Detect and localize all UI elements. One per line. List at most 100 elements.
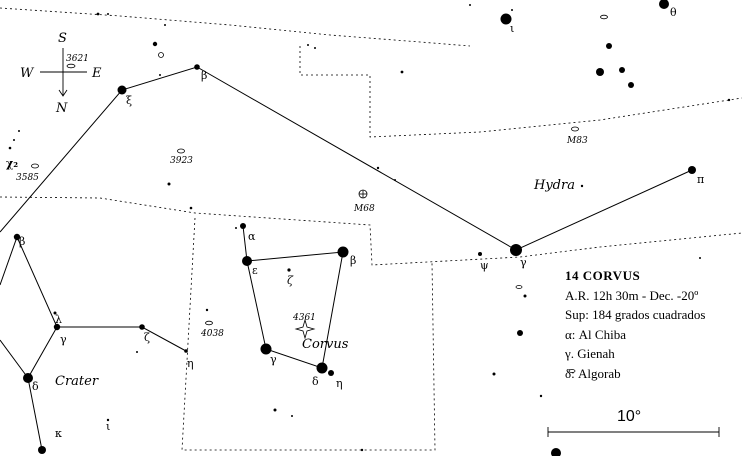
boundary-hydra-south — [0, 196, 742, 266]
field-stars — [8, 4, 731, 452]
scale-label: 10° — [617, 408, 642, 425]
galaxy-3621-icon — [66, 63, 76, 69]
label-crater-beta: β — [19, 235, 25, 248]
label-corvus-alpha: α — [248, 230, 256, 243]
star-hydra-pi — [688, 166, 696, 174]
label-crater-lambda: λ — [55, 313, 62, 326]
hydra-line — [0, 66, 693, 251]
label-ngc3621: 3621 — [66, 54, 89, 64]
compass-east: E — [91, 66, 102, 81]
label-crater-iota: ι — [106, 420, 110, 433]
label-ngc3585: 3585 — [16, 173, 39, 183]
compass-north: N — [55, 101, 68, 116]
label-hydra: Hydra — [533, 178, 575, 193]
label-theta-top: θ — [670, 6, 677, 19]
star-crater-kappa — [38, 446, 46, 454]
label-corvus-delta: δ — [312, 375, 319, 388]
label-m68: M68 — [353, 204, 375, 214]
star-crater-delta — [23, 373, 33, 383]
info-panel: 14 CORVUS A.R. 12h 30m - Dec. -20º Sup: … — [565, 266, 705, 383]
star-crater-beta — [13, 233, 21, 241]
label-corvus: Corvus — [302, 337, 349, 352]
galaxy-small-2-icon — [600, 14, 608, 20]
star-top-mid — [606, 43, 612, 49]
galaxy-small-1-icon — [158, 52, 164, 58]
galaxy-small-3-icon — [515, 285, 523, 289]
star-corvus-beta — [337, 246, 349, 258]
star-hydra-xi — [117, 85, 127, 95]
label-hydra-xi: ξ — [126, 94, 132, 107]
label-hydra-psi: ψ — [480, 259, 489, 272]
label-corvus-epsilon: ε — [252, 264, 258, 277]
compass-west: W — [20, 66, 35, 81]
galaxy-4038-icon — [205, 320, 213, 326]
label-ngc4361: 4361 — [292, 313, 316, 323]
label-m83: M83 — [566, 136, 588, 146]
stars — [8, 0, 731, 456]
star-theta-top — [659, 0, 669, 9]
boundary-corvus-west — [181, 217, 436, 451]
star-iota-top — [500, 13, 512, 25]
star-top-b — [619, 67, 625, 73]
constellation-lines — [0, 66, 693, 451]
info-delta: δ: Algorab — [565, 365, 621, 381]
star-crater-lambda — [53, 311, 57, 315]
star-hydra-psi — [478, 252, 482, 256]
crater-figure — [0, 235, 187, 451]
star-corvus-delta — [316, 362, 328, 374]
label-hydra-pi: π — [697, 173, 704, 186]
label-corvus-beta: β — [350, 254, 356, 267]
star-corvus-eta — [328, 370, 334, 376]
label-hydra-beta: β — [201, 69, 207, 82]
compass-south: S — [58, 31, 67, 46]
boundary-hydra-north — [299, 46, 742, 138]
info-alpha: α: Al Chiba — [565, 326, 626, 342]
constellation-boundaries — [0, 7, 742, 451]
compass — [40, 48, 87, 97]
label-iota-top: ι — [510, 22, 514, 35]
label-ngc4038: 4038 — [200, 329, 224, 339]
label-crater: Crater — [55, 374, 99, 389]
star-crater-zeta — [139, 324, 145, 330]
star-corvus-alpha — [240, 223, 246, 229]
compass-arrow-icon — [58, 89, 68, 97]
star-hydra-gamma — [510, 244, 522, 256]
star-top-c — [628, 82, 634, 88]
star-crater-eta — [184, 349, 188, 353]
label-hydra-gamma: γ — [520, 256, 527, 269]
corvus-figure — [242, 225, 344, 369]
info-title: 14 CORVUS — [565, 268, 641, 283]
label-crater-kappa: κ — [55, 427, 62, 440]
label-corvus-gamma: γ — [270, 353, 277, 366]
star-corvus-zeta — [287, 268, 291, 272]
star-hydra-beta — [194, 64, 200, 70]
star-bottom-right — [551, 448, 561, 456]
label-corvus-zeta: ζ — [287, 274, 294, 287]
scale-bar — [547, 427, 720, 437]
info-coords: A.R. 12h 30m - Dec. -20º — [565, 287, 699, 303]
star-crater-gamma — [53, 323, 61, 331]
cluster-m68-icon — [358, 189, 368, 199]
labels: S N W E Corvus Crater Hydra 3621 3923 35… — [6, 6, 704, 440]
label-ngc3923: 3923 — [170, 156, 193, 166]
label-crater-eta: η — [187, 357, 194, 370]
star-crater-iota — [106, 418, 110, 422]
star-top-a — [596, 68, 604, 76]
nebula-4361-icon — [294, 318, 316, 340]
label-crater-delta: δ — [32, 380, 39, 393]
boundary-top — [0, 7, 471, 47]
label-chi2: χ₂ — [6, 157, 18, 170]
deep-sky-symbols — [31, 14, 608, 373]
info-area: Sup: 184 grados cuadrados — [565, 307, 706, 322]
label-corvus-eta: η — [336, 377, 343, 390]
star-corvus-epsilon — [242, 256, 252, 266]
label-crater-gamma: γ — [60, 333, 67, 346]
galaxy-small-4-icon — [568, 369, 576, 373]
galaxy-m83-icon — [571, 126, 579, 132]
label-crater-zeta: ζ — [144, 331, 150, 344]
star-corvus-gamma — [260, 343, 272, 355]
galaxy-3585-icon — [31, 163, 39, 169]
galaxy-3923-icon — [177, 148, 185, 154]
